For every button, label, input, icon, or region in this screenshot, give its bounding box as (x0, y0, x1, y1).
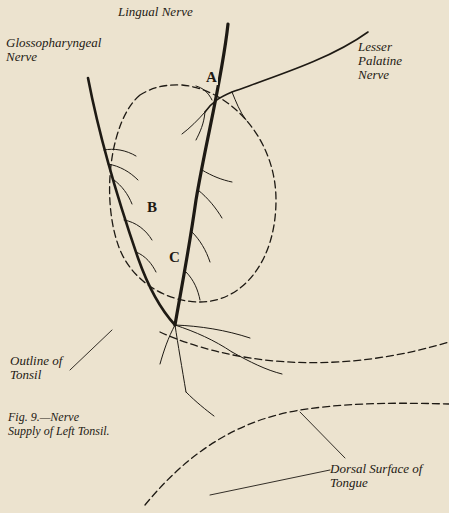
leader-line (70, 330, 345, 495)
tongue-surface (145, 403, 449, 505)
callout-letter: C (168, 250, 181, 265)
callout-letter: A (205, 70, 218, 85)
tonsil-outline (110, 85, 276, 302)
lesser-palatine-nerve (205, 32, 368, 112)
tongue-surface (160, 332, 449, 363)
figure-caption: Fig. 9.—Nerve Supply of Left Tonsil. (8, 410, 112, 438)
lingual-nerve (175, 24, 228, 325)
part-label: Lesser Palatine Nerve (358, 40, 430, 82)
part-label: Outline of Tonsil (10, 354, 70, 382)
nerve-branches (104, 86, 282, 416)
part-label: Dorsal Surface of Tongue (330, 462, 440, 490)
part-label: Lingual Nerve (118, 5, 238, 19)
callout-letter: B (146, 200, 158, 215)
part-label: Glossopharyngeal Nerve (6, 36, 118, 64)
glossopharyngeal-nerve (88, 78, 175, 325)
